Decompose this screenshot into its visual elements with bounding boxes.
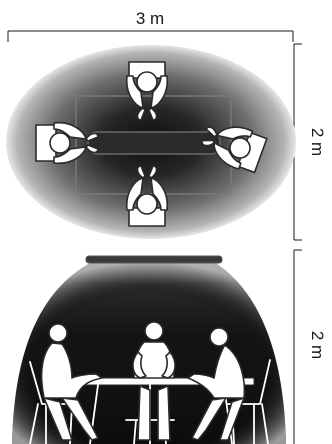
- width-dimension: 3 m: [7, 9, 294, 42]
- person-east: [201, 126, 268, 174]
- person-west: [35, 121, 99, 165]
- width-label: 3 m: [136, 9, 164, 28]
- depth-label: 2 m: [308, 128, 327, 156]
- person-south: [125, 165, 169, 227]
- person-north: [125, 61, 169, 121]
- top-view: 3 m 2 m: [6, 9, 327, 241]
- side-view: 2 m: [12, 249, 327, 444]
- pendant-lamp-top: [87, 131, 221, 155]
- person-right-side: [187, 327, 246, 441]
- person-left-side: [40, 323, 103, 441]
- person-middle-side: [132, 321, 176, 441]
- pendant-lamp-side: [85, 255, 223, 264]
- height-dimension: 2 m: [293, 249, 327, 444]
- depth-dimension: 2 m: [293, 43, 327, 241]
- height-label: 2 m: [308, 331, 327, 359]
